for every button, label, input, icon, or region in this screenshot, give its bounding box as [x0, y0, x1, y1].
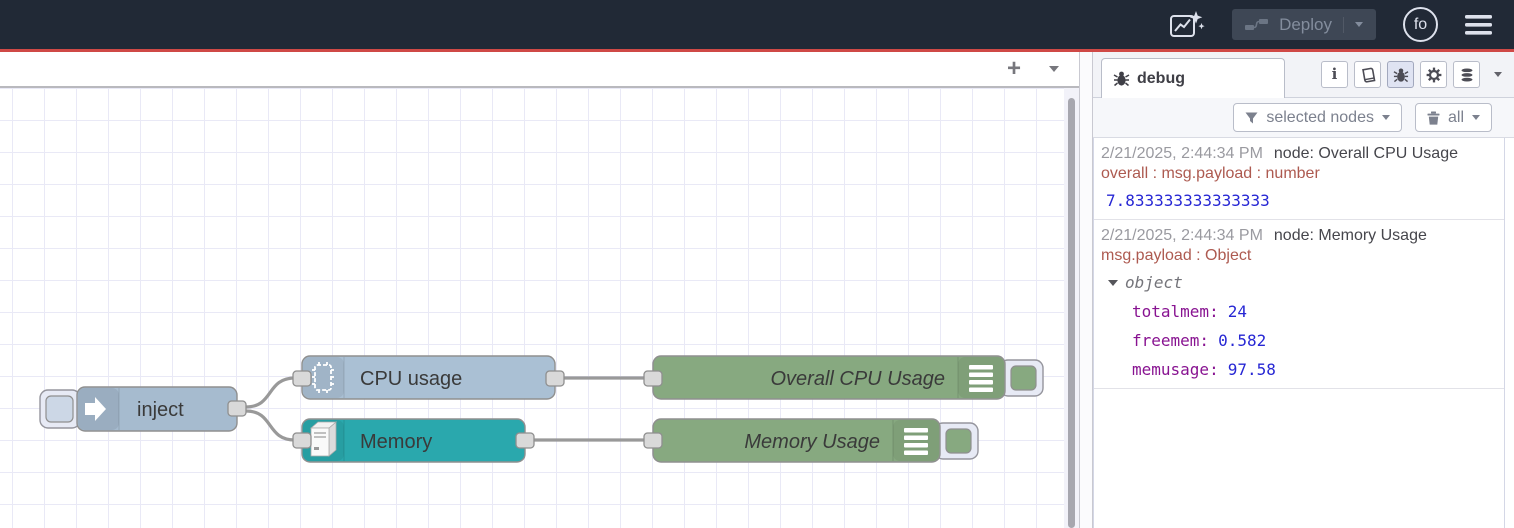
sidebar-splitter[interactable] — [1080, 52, 1093, 528]
debug-toolbar: selected nodes all — [1093, 98, 1514, 138]
wire-inject-memory[interactable] — [245, 409, 296, 442]
debug-toggle-state[interactable] — [1010, 365, 1037, 391]
memory-tower-icon — [309, 421, 338, 457]
sidebar-tab-bar: debug i — [1093, 52, 1514, 98]
debug-tab-button[interactable] — [1387, 61, 1414, 88]
gear-icon — [1426, 67, 1441, 82]
sidebar: debug i — [1093, 52, 1514, 528]
inject-arrow-icon — [85, 397, 106, 421]
object-expander[interactable]: object — [1101, 273, 1498, 292]
flow-list-caret-icon[interactable] — [1049, 66, 1059, 72]
trash-icon — [1427, 111, 1440, 125]
user-avatar[interactable]: fo — [1403, 7, 1438, 42]
debug-filter-button[interactable]: selected nodes — [1233, 103, 1402, 132]
node-inject[interactable]: inject — [39, 386, 247, 432]
database-icon — [1460, 67, 1473, 83]
info-icon: i — [1331, 65, 1338, 83]
debug-clear-label: all — [1447, 108, 1464, 126]
deploy-caret-icon[interactable] — [1355, 22, 1363, 27]
port-in[interactable] — [292, 370, 312, 387]
port-in[interactable] — [643, 432, 663, 449]
object-property: memusage: 97.58 — [1101, 360, 1498, 379]
hamburger-icon — [1465, 14, 1492, 35]
port-out[interactable] — [227, 400, 247, 417]
node-label: Overall CPU Usage — [770, 368, 945, 390]
port-in[interactable] — [292, 432, 312, 449]
flow-canvas[interactable]: inject CPU usage — [0, 88, 1079, 528]
node-label: CPU usage — [360, 368, 462, 390]
node-cpu-usage[interactable]: CPU usage — [292, 355, 565, 400]
book-icon — [1361, 67, 1375, 83]
clear-caret-icon — [1472, 115, 1480, 120]
filter-caret-icon — [1381, 115, 1390, 120]
flow-sparkle-icon — [1170, 10, 1205, 37]
node-debug-memory-usage[interactable]: Memory Usage — [643, 418, 979, 463]
export-flow-button[interactable] — [1169, 10, 1205, 40]
debug-console-icon — [969, 365, 993, 392]
message-timestamp: 2/21/2025, 2:44:34 PM — [1101, 145, 1263, 162]
debug-message: 2/21/2025, 2:44:34 PM node: Overall CPU U… — [1094, 138, 1504, 220]
sidebar-tabs-caret-icon[interactable] — [1494, 72, 1502, 77]
property-value: 0.582 — [1218, 331, 1267, 350]
tab-debug-label: debug — [1137, 69, 1185, 87]
message-timestamp: 2/21/2025, 2:44:34 PM — [1101, 227, 1263, 244]
flow-graph: inject CPU usage — [39, 355, 1044, 463]
object-type-label: object — [1125, 273, 1183, 292]
header-bar: Deploy fo — [0, 0, 1514, 49]
property-key: memusage: — [1132, 360, 1219, 379]
context-tab-button[interactable] — [1453, 61, 1480, 88]
message-source-node: node: Memory Usage — [1273, 227, 1427, 244]
node-debug-overall-cpu[interactable]: Overall CPU Usage — [643, 355, 1044, 400]
node-label: Memory — [360, 431, 432, 453]
object-property: totalmem: 24 — [1101, 302, 1498, 321]
debug-filter-label: selected nodes — [1266, 108, 1374, 126]
workspace-column: + inject — [0, 52, 1080, 528]
property-key: totalmem: — [1132, 302, 1219, 321]
canvas-scrollbar-thumb[interactable] — [1068, 98, 1075, 528]
cpu-chip-icon — [312, 362, 334, 393]
help-tab-button[interactable] — [1354, 61, 1381, 88]
message-meta: msg.payload : Object — [1101, 247, 1252, 264]
debug-console-icon — [904, 428, 928, 455]
message-source-node: node: Overall CPU Usage — [1273, 145, 1458, 162]
debug-message-list: 2/21/2025, 2:44:34 PM node: Overall CPU U… — [1093, 138, 1505, 528]
info-tab-button[interactable]: i — [1321, 61, 1348, 88]
config-tab-button[interactable] — [1420, 61, 1447, 88]
port-out[interactable] — [515, 432, 535, 449]
deploy-button[interactable]: Deploy — [1232, 9, 1376, 40]
main-menu-button[interactable] — [1465, 14, 1492, 36]
deploy-icon — [1245, 19, 1269, 30]
avatar-initials: fo — [1413, 15, 1428, 33]
message-value: 7.833333333333333 — [1106, 191, 1270, 210]
add-flow-button[interactable]: + — [1001, 57, 1027, 81]
debug-clear-button[interactable]: all — [1414, 103, 1492, 132]
flow-tab-bar: + — [0, 52, 1079, 88]
property-value: 24 — [1227, 302, 1247, 321]
bug-icon — [1113, 71, 1130, 87]
wire-inject-cpu[interactable] — [245, 376, 296, 409]
deploy-divider — [1343, 16, 1344, 33]
canvas-scrollbar-track[interactable] — [1064, 88, 1079, 528]
object-property: freemem: 0.582 — [1101, 331, 1498, 350]
node-label: inject — [137, 399, 184, 421]
debug-toggle-state[interactable] — [945, 428, 972, 454]
port-out[interactable] — [545, 370, 565, 387]
bug-icon — [1393, 68, 1408, 82]
node-label: Memory Usage — [744, 431, 880, 453]
port-in[interactable] — [643, 370, 663, 387]
property-key: freemem: — [1132, 331, 1210, 350]
property-value: 97.58 — [1227, 360, 1276, 379]
node-memory[interactable]: Memory — [292, 418, 535, 463]
deploy-label: Deploy — [1279, 14, 1332, 34]
message-meta: overall : msg.payload : number — [1101, 165, 1320, 182]
sidebar-tab-actions: i — [1321, 61, 1502, 88]
deploy-needed-indicator — [0, 49, 1514, 52]
filter-funnel-icon — [1245, 112, 1258, 123]
expand-caret-icon — [1108, 279, 1118, 286]
tab-debug[interactable]: debug — [1101, 58, 1285, 98]
